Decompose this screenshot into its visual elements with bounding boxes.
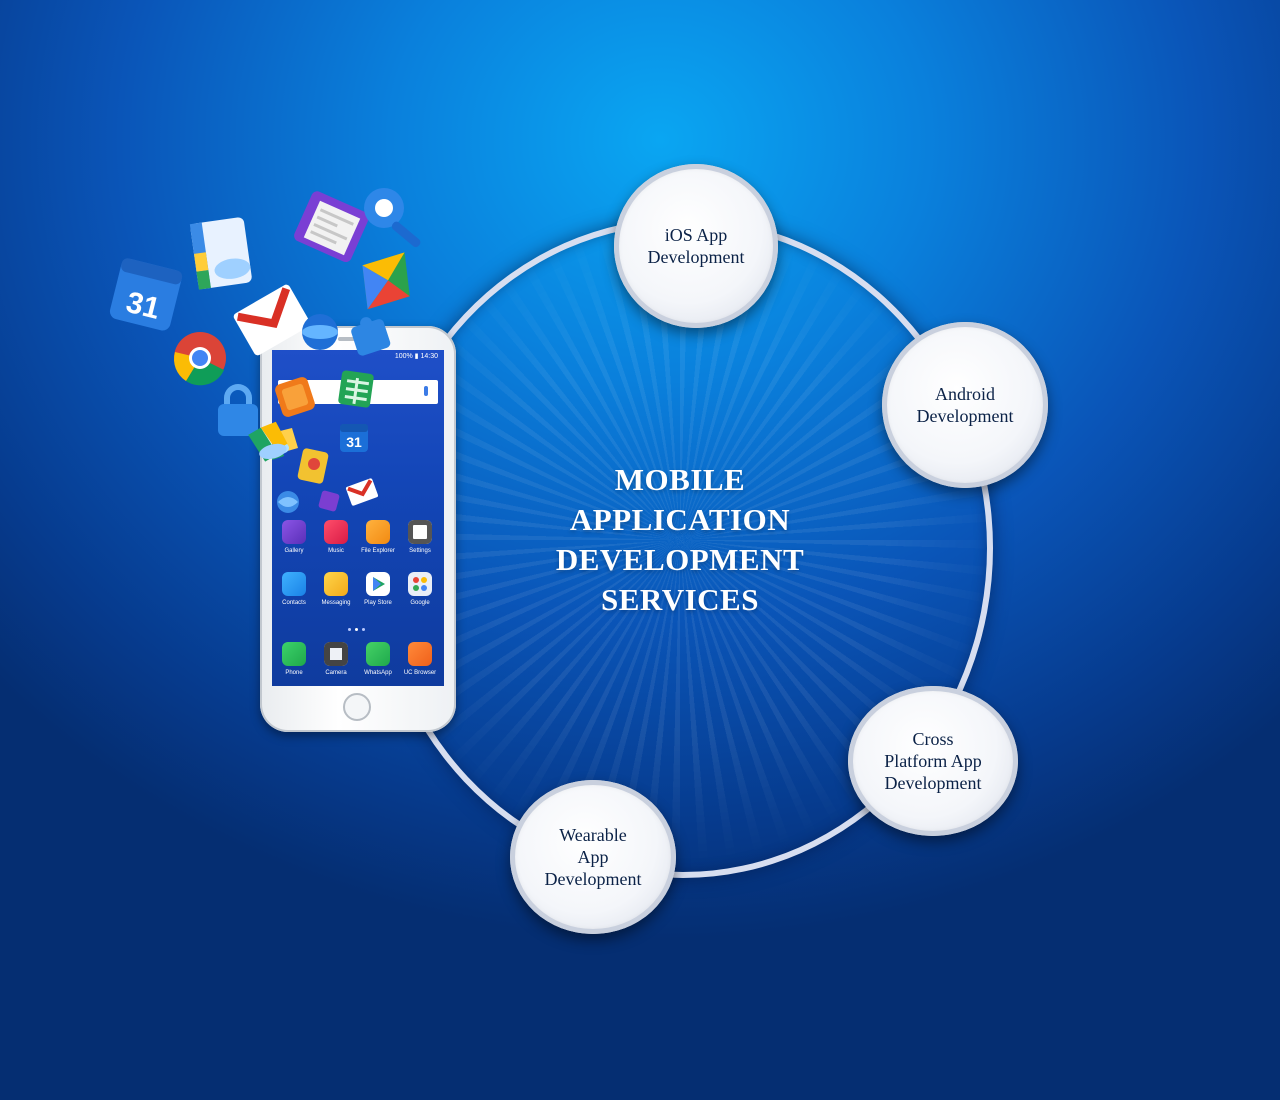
- app-label: Gallery: [284, 548, 304, 554]
- service-label: App: [577, 847, 609, 867]
- service-label: Development: [544, 869, 642, 889]
- title-line: SERVICES: [601, 582, 759, 617]
- service-label: Platform App: [884, 751, 982, 771]
- gmail-icon: [345, 478, 379, 506]
- maps-icon: [297, 448, 329, 484]
- app-label: Google: [410, 600, 430, 606]
- title-line: MOBILE: [614, 462, 746, 497]
- gmail-icon: [233, 284, 311, 356]
- app-uc-browser: UC Browser: [400, 642, 440, 686]
- app-label: Contacts: [282, 600, 306, 606]
- calendar-icon: 31: [340, 424, 368, 452]
- home-button: [343, 693, 371, 721]
- docs-icon: [189, 217, 252, 290]
- orange-app-icon: [275, 377, 315, 417]
- app-label: Settings: [409, 548, 431, 554]
- screen-floating-icons: 31: [272, 370, 379, 513]
- service-node-cross-platform: Cross Platform App Development: [848, 686, 1018, 836]
- service-label: Development: [647, 247, 745, 267]
- svg-text:31: 31: [346, 434, 362, 450]
- sheets-icon: [338, 370, 374, 408]
- newspaper-icon: [294, 191, 369, 263]
- earth-icon: [302, 314, 338, 350]
- status-bar: 100% ▮ 14:30: [394, 353, 438, 360]
- phone-screen: 100% ▮ 14:30 31 Gallery Music File Explo…: [272, 350, 444, 686]
- title-line: DEVELOPMENT: [555, 542, 805, 577]
- app-settings: Settings: [400, 520, 440, 564]
- drive-icon: [248, 421, 288, 462]
- app-label: WhatsApp: [364, 670, 392, 676]
- google-folder-icon: [413, 577, 427, 591]
- app-label: Play Store: [364, 600, 392, 606]
- earth-icon: [277, 491, 299, 513]
- app-phone: Phone: [274, 642, 314, 686]
- service-label: Wearable: [559, 825, 627, 845]
- service-label: Cross: [912, 729, 954, 749]
- app-gallery: Gallery: [274, 520, 314, 564]
- app-label: File Explorer: [361, 548, 395, 554]
- app-label: Music: [328, 548, 344, 554]
- lock-icon: [218, 384, 258, 436]
- chrome-icon: [174, 332, 226, 386]
- settings-search-icon: [364, 188, 421, 248]
- app-music: Music: [316, 520, 356, 564]
- svg-text:31: 31: [123, 286, 163, 326]
- title-line: APPLICATION: [569, 502, 791, 537]
- app-google: Google: [400, 572, 440, 616]
- service-label: iOS App: [664, 225, 728, 245]
- app-file-explorer: File Explorer: [358, 520, 398, 564]
- service-node-wearable: Wearable App Development: [510, 780, 676, 934]
- puzzle-icon: [351, 317, 391, 356]
- app-messaging: Messaging: [316, 572, 356, 616]
- app-label: Messaging: [321, 600, 351, 606]
- service-label: Android: [934, 384, 995, 404]
- calendar-icon: 31: [109, 258, 183, 331]
- play-books-icon: [362, 252, 410, 310]
- app-play-store: Play Store: [358, 572, 398, 616]
- app-label: UC Browser: [403, 670, 437, 676]
- service-node-ios: iOS App Development: [614, 164, 778, 328]
- mic-icon: [424, 386, 428, 396]
- page-indicator: [348, 628, 368, 632]
- play-store-icon: [373, 577, 385, 591]
- service-node-android: Android Development: [882, 322, 1048, 488]
- service-label: Development: [884, 773, 982, 793]
- app-camera: Camera: [316, 642, 356, 686]
- puzzle-icon: [318, 490, 340, 512]
- page-title: MOBILE APPLICATION DEVELOPMENT SERVICES: [520, 460, 840, 620]
- service-label: Development: [916, 406, 1014, 426]
- app-whatsapp: WhatsApp: [358, 642, 398, 686]
- app-contacts: Contacts: [274, 572, 314, 616]
- app-label: Phone: [285, 670, 303, 676]
- floating-app-icons: 31: [109, 188, 421, 462]
- app-label: Camera: [325, 670, 347, 676]
